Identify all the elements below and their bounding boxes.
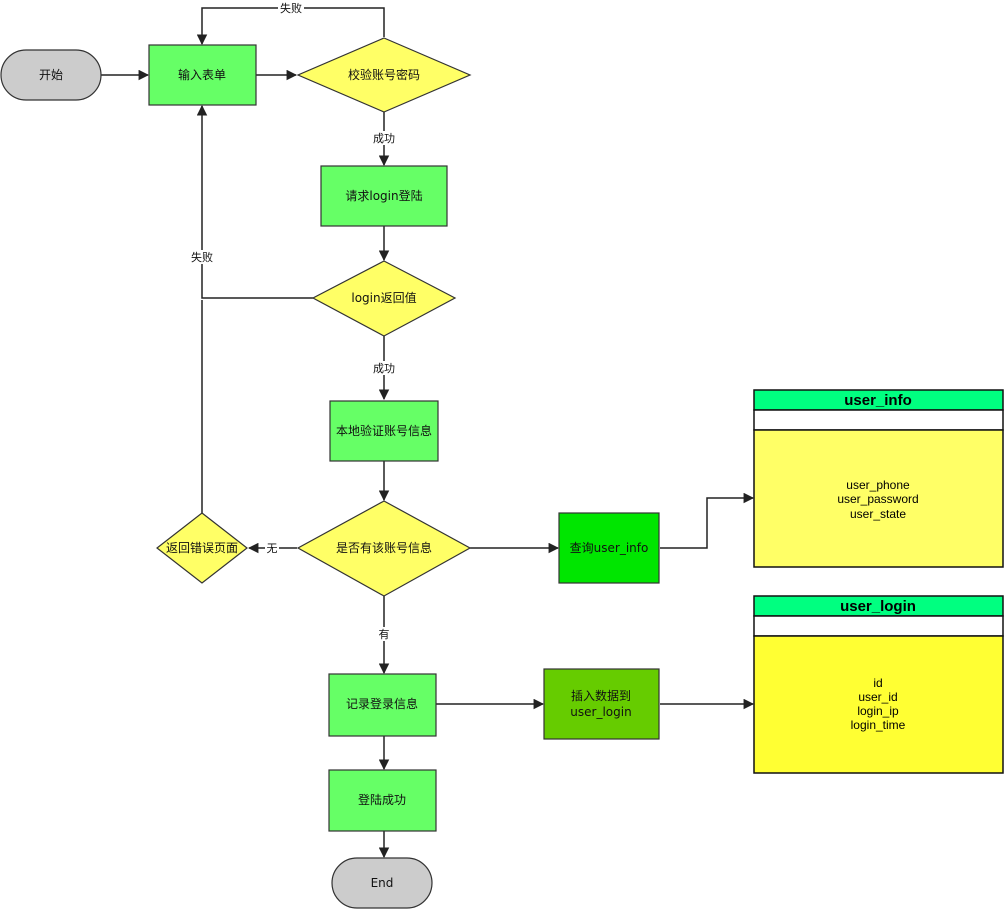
node-record-login: 记录登录信息 — [328, 673, 437, 737]
node-login-return-decision: login返回值 — [311, 260, 457, 337]
node-end-label: End — [371, 876, 394, 890]
node-login-success: 登陆成功 — [328, 769, 437, 832]
node-local-verify-label: 本地验证账号信息 — [336, 423, 432, 438]
label-validate-success: 成功 — [373, 132, 395, 145]
label-no-account: 无 — [267, 542, 278, 555]
edge-labels: 失败 成功 失败 成功 无 有 — [189, 1, 397, 641]
node-start-label: 开始 — [39, 68, 63, 82]
node-local-verify: 本地验证账号信息 — [329, 400, 439, 462]
table-user-info-field: user_phone — [846, 478, 910, 492]
node-start: 开始 — [0, 49, 102, 101]
table-user-login-field: id — [873, 676, 882, 690]
table-user-login-field: login_time — [851, 718, 906, 732]
edge-login-fail-to-input — [196, 104, 313, 299]
label-login-fail: 失败 — [191, 250, 213, 264]
label-validate-fail: 失败 — [280, 1, 302, 15]
node-has-account-label: 是否有该账号信息 — [336, 540, 432, 555]
node-query-user-info: 查询user_info — [558, 512, 660, 584]
table-user-info: user_info user_phone user_password user_… — [753, 389, 1004, 568]
node-request-login: 请求login登陆 — [320, 165, 448, 227]
node-has-account-decision: 是否有该账号信息 — [296, 500, 472, 597]
node-record-login-label: 记录登录信息 — [346, 696, 418, 711]
table-user-login-field: login_ip — [857, 704, 899, 718]
edge-query-to-user-info — [660, 492, 755, 549]
table-user-login-title: user_login — [840, 598, 916, 615]
node-insert-label-line2: user_login — [570, 705, 631, 719]
node-query-user-info-label: 查询user_info — [570, 541, 649, 555]
label-has-account: 有 — [379, 627, 390, 641]
node-end: End — [331, 857, 433, 909]
table-user-info-title: user_info — [844, 392, 912, 409]
node-validate-decision: 校验账号密码 — [296, 37, 472, 113]
node-login-success-label: 登陆成功 — [358, 792, 406, 807]
node-request-login-label: 请求login登陆 — [345, 188, 422, 203]
node-insert-user-login: 插入数据到 user_login — [543, 668, 660, 740]
label-login-success: 成功 — [373, 362, 395, 375]
node-input-form: 输入表单 — [148, 44, 257, 106]
node-error-page: 返回错误页面 — [156, 512, 248, 584]
table-user-info-field: user_password — [837, 492, 918, 506]
node-insert-label-line1: 插入数据到 — [571, 688, 631, 703]
node-login-return-label: login返回值 — [351, 290, 416, 305]
node-input-form-label: 输入表单 — [178, 67, 226, 82]
table-user-info-field: user_state — [850, 507, 906, 521]
table-user-login-field: user_id — [858, 690, 897, 704]
node-error-page-label: 返回错误页面 — [166, 541, 238, 555]
table-user-login: user_login id user_id login_ip login_tim… — [753, 595, 1004, 774]
node-validate-label: 校验账号密码 — [348, 67, 420, 82]
